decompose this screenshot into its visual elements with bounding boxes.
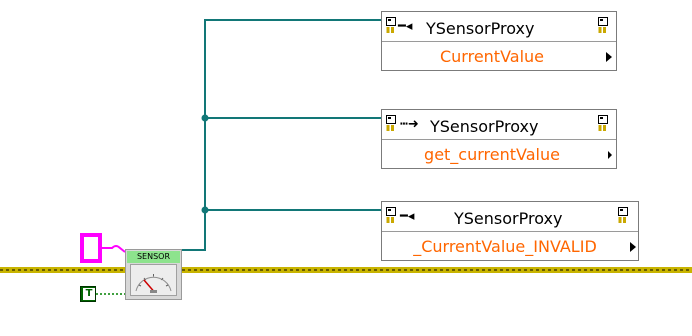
- pink-input-terminal[interactable]: [80, 233, 102, 263]
- node-property-label: _CurrentValue_INVALID: [413, 237, 597, 256]
- caret-right-icon: [608, 151, 612, 159]
- property-node-current-value-invalid[interactable]: ━◂ YSensorProxy _CurrentValue_INVALID: [381, 201, 639, 261]
- sensor-label: SENSOR: [127, 251, 180, 263]
- boolean-label: T: [83, 288, 95, 300]
- node-class-name: YSensorProxy: [454, 209, 563, 228]
- property-get-icon: ━◂: [398, 19, 413, 34]
- node-property-row[interactable]: _CurrentValue_INVALID: [382, 232, 638, 261]
- node-property-label: CurrentValue: [439, 47, 545, 66]
- node-header: ━◂ YSensorProxy: [382, 202, 638, 232]
- caret-right-icon: [630, 242, 636, 252]
- class-wire[interactable]: [182, 19, 381, 251]
- node-property-row[interactable]: CurrentValue: [382, 42, 616, 71]
- wire-junction: [201, 206, 209, 214]
- method-call-icon: ┅➜: [400, 117, 419, 132]
- invoke-node-get-current-value[interactable]: ┅➜ YSensorProxy get_currentValue: [381, 109, 617, 169]
- property-node-current-value[interactable]: ━◂ YSensorProxy CurrentValue: [381, 11, 617, 71]
- reference-out-icon: [618, 207, 628, 223]
- node-property-row[interactable]: get_currentValue: [382, 140, 616, 169]
- gauge-icon: [130, 264, 177, 296]
- reference-in-icon: [386, 207, 396, 223]
- reference-in-icon: [386, 115, 396, 131]
- property-get-icon: ━◂: [400, 209, 415, 224]
- node-class-name: YSensorProxy: [430, 117, 539, 136]
- wire-junction: [201, 114, 209, 122]
- reference-out-icon: [598, 115, 608, 131]
- reference-in-icon: [386, 17, 396, 33]
- caret-right-icon: [606, 52, 612, 62]
- node-class-name: YSensorProxy: [426, 19, 535, 38]
- pink-wire[interactable]: [102, 245, 126, 253]
- node-property-label: get_currentValue: [424, 145, 560, 164]
- reference-out-icon: [598, 17, 608, 33]
- node-header: ┅➜ YSensorProxy: [382, 110, 616, 140]
- node-header: ━◂ YSensorProxy: [382, 12, 616, 42]
- boolean-true-constant[interactable]: T: [80, 286, 96, 302]
- sensor-subvi[interactable]: SENSOR: [125, 249, 182, 300]
